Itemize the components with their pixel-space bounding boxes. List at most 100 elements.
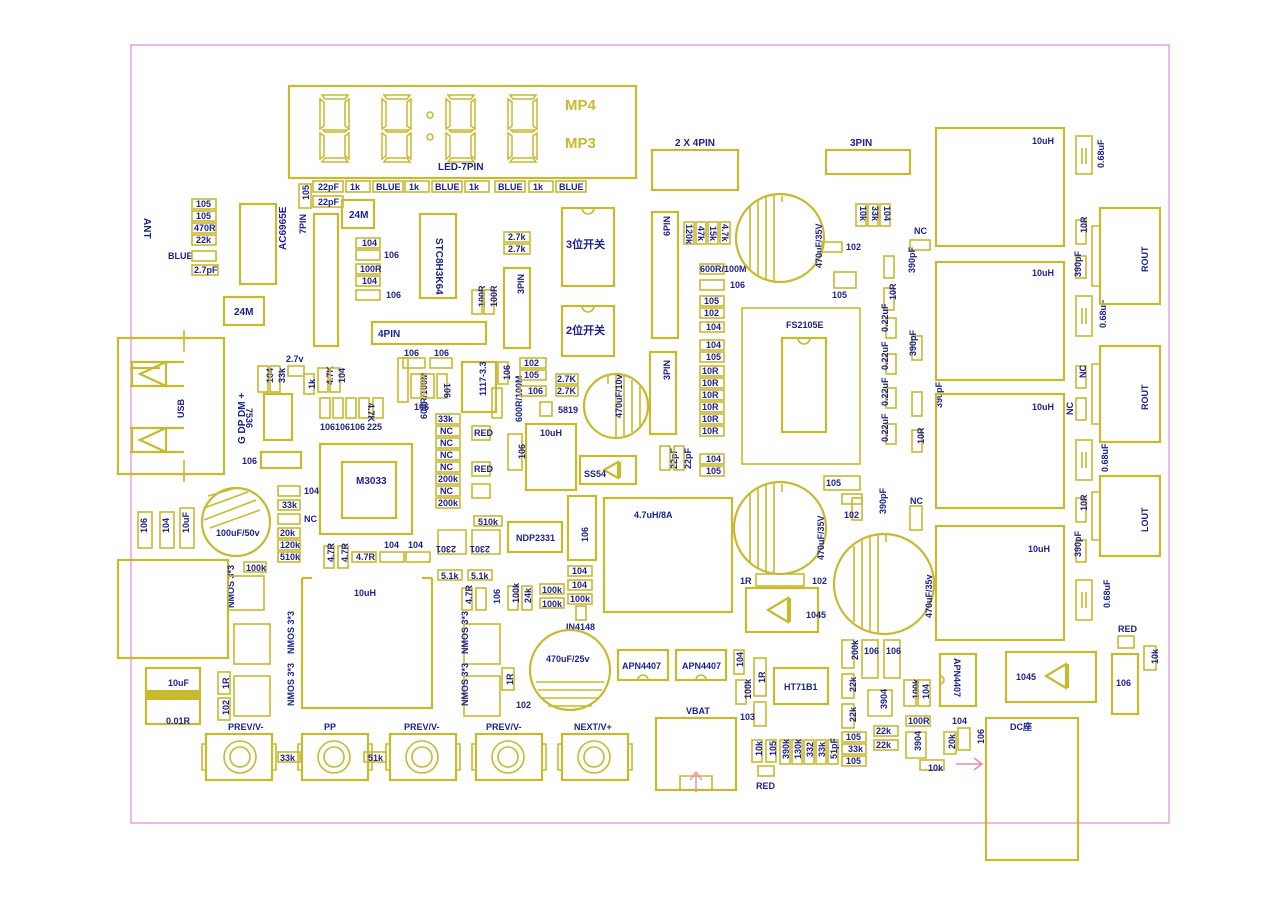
svg-text:470uF/35V: 470uF/35V — [816, 515, 826, 560]
fs2105e-passives: 120k 47k 15k 4.7k 600R/100M 106 105 102 … — [683, 221, 747, 477]
header-3pin-b: 3PIN — [648, 350, 678, 436]
svg-text:1R: 1R — [757, 671, 767, 683]
svg-text:510k: 510k — [478, 517, 499, 527]
svg-text:33k: 33k — [848, 744, 864, 754]
svg-text:1k: 1k — [307, 378, 317, 389]
rout-connector-2: ROUT — [1091, 344, 1162, 444]
diode-1045-mid: 1R 102 1045 — [740, 573, 827, 634]
svg-text:104: 104 — [572, 580, 587, 590]
nmos-stack-left: NMOS 3*3 NMOS 3*3 1R 102 — [217, 611, 296, 721]
svg-text:AC6965E: AC6965E — [278, 206, 289, 250]
svg-text:105: 105 — [846, 756, 861, 766]
diode-ss54: SS54 — [578, 454, 638, 486]
svg-text:2.7v: 2.7v — [286, 354, 304, 364]
svg-text:104: 104 — [572, 566, 587, 576]
svg-text:IN4148: IN4148 — [566, 622, 595, 632]
svg-text:106: 106 — [139, 518, 149, 533]
svg-text:33k: 33k — [817, 741, 827, 757]
svg-text:2.7k: 2.7k — [508, 232, 527, 242]
chip-fs2105e: FS2105E — [741, 307, 861, 465]
svg-text:2.7k: 2.7k — [508, 244, 527, 254]
svg-text:NC: NC — [1065, 402, 1075, 415]
led-display: MP4 MP3 LED-7PIN — [287, 84, 638, 180]
svg-text:NMOS 3*3: NMOS 3*3 — [286, 663, 296, 706]
svg-text:10uH: 10uH — [1028, 544, 1050, 554]
usb-connector: USB G DP DM + — [116, 330, 248, 482]
button-next[interactable]: NEXT/V+ — [557, 722, 633, 782]
ndp2331: NDP2331 510k — [473, 515, 564, 554]
svg-text:2.7K: 2.7K — [557, 386, 577, 396]
button-prev-1[interactable]: PREV/V- — [201, 722, 277, 782]
svg-text:G DP DM +: G DP DM + — [237, 393, 248, 444]
svg-text:PREV/V-: PREV/V- — [228, 722, 264, 732]
svg-text:104: 104 — [882, 206, 892, 221]
svg-text:10uH: 10uH — [354, 588, 376, 598]
svg-text:470uF/25v: 470uF/25v — [546, 654, 590, 664]
button-pp[interactable]: PP — [297, 722, 373, 782]
svg-text:106: 106 — [434, 348, 449, 358]
svg-text:20k: 20k — [280, 528, 296, 538]
button-prev-3[interactable]: PREV/V- — [471, 722, 547, 782]
svg-text:0.22uF: 0.22uF — [880, 413, 890, 442]
svg-text:1045: 1045 — [806, 610, 826, 620]
svg-text:0.68uF: 0.68uF — [1102, 579, 1112, 608]
svg-text:0.68uF: 0.68uF — [1100, 443, 1110, 472]
svg-text:10R: 10R — [1079, 216, 1089, 233]
svg-text:104: 104 — [362, 238, 377, 248]
svg-text:390pF: 390pF — [878, 487, 888, 514]
chip-ac6965e: AC6965E — [238, 202, 289, 286]
inductor-4-7uh: 4.7uH/8A — [602, 496, 734, 614]
svg-text:22pF: 22pF — [683, 447, 693, 469]
svg-text:47k: 47k — [696, 226, 706, 242]
button-prev-2[interactable]: PREV/V- — [385, 722, 461, 782]
svg-text:M3033: M3033 — [356, 476, 387, 487]
svg-text:100k: 100k — [246, 563, 267, 573]
ant-label: ANT — [141, 218, 152, 239]
svg-text:470R: 470R — [194, 223, 216, 233]
svg-text:10uH: 10uH — [540, 428, 562, 438]
cap-106-mid: 106 — [566, 494, 598, 562]
header-4pin: 4PIN — [370, 320, 488, 346]
svg-text:DC座: DC座 — [1010, 721, 1032, 732]
svg-text:10R: 10R — [702, 390, 719, 400]
svg-text:100k: 100k — [743, 678, 753, 699]
svg-text:51pF: 51pF — [829, 737, 839, 759]
svg-text:4.7R: 4.7R — [326, 542, 336, 562]
svg-text:106: 106 — [1116, 678, 1131, 688]
svg-text:10k: 10k — [1150, 648, 1160, 664]
svg-text:PREV/V-: PREV/V- — [404, 722, 440, 732]
header-3pin-top: 3PIN — [824, 138, 912, 176]
svg-text:RED: RED — [474, 428, 494, 438]
svg-text:104: 104 — [735, 652, 745, 667]
svg-text:100R: 100R — [360, 264, 382, 274]
svg-text:105: 105 — [826, 478, 841, 488]
header-2x4pin: 2 X 4PIN — [650, 138, 740, 192]
svg-text:1k: 1k — [533, 182, 544, 192]
apn4407-pair: APN4407 APN4407 104 100k 1R 103 — [616, 648, 767, 727]
svg-text:100k: 100k — [542, 599, 563, 609]
svg-text:102: 102 — [844, 510, 859, 520]
svg-text:510k: 510k — [280, 552, 301, 562]
svg-text:BLUE: BLUE — [376, 182, 401, 192]
svg-text:390pF: 390pF — [1073, 530, 1083, 557]
svg-text:105: 105 — [196, 199, 211, 209]
bottom-right-passives: 10k 105 390k 130k 332 33k 51pF RED 200k … — [751, 639, 986, 791]
svg-text:10R: 10R — [702, 426, 719, 436]
svg-text:STC8H3K64: STC8H3K64 — [433, 238, 444, 295]
mode-mp3-label: MP3 — [565, 135, 596, 152]
svg-text:104: 104 — [408, 540, 423, 550]
svg-text:104: 104 — [161, 518, 171, 533]
svg-text:1R: 1R — [221, 677, 231, 689]
svg-text:3PIN: 3PIN — [516, 274, 526, 294]
svg-text:5.1k: 5.1k — [441, 571, 460, 581]
svg-text:105: 105 — [706, 466, 721, 476]
svg-text:100R: 100R — [477, 285, 487, 307]
svg-text:200k: 200k — [438, 474, 459, 484]
svg-text:22k: 22k — [876, 740, 892, 750]
svg-text:NMOS 3*3: NMOS 3*3 — [460, 663, 470, 706]
switch-3pos: 3位开关 — [560, 206, 616, 288]
svg-text:600R/100M: 600R/100M — [514, 375, 524, 422]
svg-text:NEXT/V+: NEXT/V+ — [574, 722, 612, 732]
dc-jack: DC座 — [956, 716, 1080, 862]
